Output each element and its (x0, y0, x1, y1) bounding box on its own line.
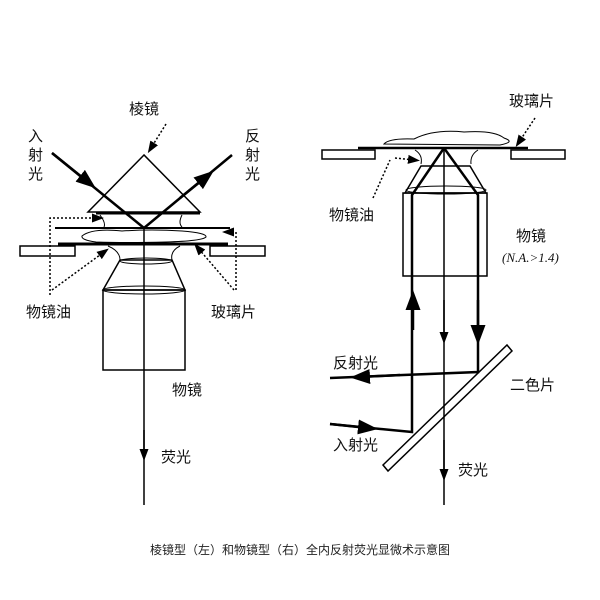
dichroic-label: 二色片 (510, 376, 555, 394)
prism-type-diagram (19, 123, 266, 505)
objective-type-diagram (321, 117, 566, 505)
oil-blob (81, 229, 207, 243)
stage-left (321, 149, 376, 160)
right-oil-label: 物镜油 (329, 206, 374, 224)
stage-right (209, 245, 266, 257)
right-reflected-label: 反射光 (333, 354, 378, 372)
oil-blob-top (382, 130, 510, 146)
left-incident-label-1: 入 (28, 127, 43, 145)
left-incident-label-2: 射 (28, 146, 43, 164)
pointer-arrows (49, 123, 237, 295)
right-fluorescence-label: 荧光 (458, 461, 488, 479)
left-reflected-label-2: 射 (245, 146, 260, 164)
left-incident-label-3: 光 (28, 165, 43, 183)
objective-body (402, 192, 488, 277)
left-fluorescence-label: 荧光 (161, 448, 191, 466)
left-reflected-label-1: 反 (245, 127, 260, 145)
prism-label: 棱镜 (129, 100, 159, 118)
dichroic-mirror (381, 343, 514, 473)
left-oil-label: 物镜油 (26, 303, 71, 321)
excitation-path (329, 147, 446, 434)
figure-caption: 棱镜型（左）和物镜型（右）全内反射荧光显微术示意图 (150, 542, 450, 557)
stage-right (510, 149, 566, 160)
left-objective-label: 物镜 (172, 381, 202, 399)
pointer-arrows (372, 117, 536, 199)
numerical-aperture-label: (N.A.>1.4) (502, 250, 559, 265)
left-reflected-label-3: 光 (245, 165, 260, 183)
prism (86, 153, 202, 213)
left-slide-label: 玻璃片 (211, 303, 256, 321)
right-incident-label: 入射光 (333, 436, 378, 454)
reflected-path (329, 147, 480, 380)
right-slide-label: 玻璃片 (509, 92, 554, 110)
stage-left (19, 245, 76, 257)
right-objective-label: 物镜 (516, 227, 546, 245)
